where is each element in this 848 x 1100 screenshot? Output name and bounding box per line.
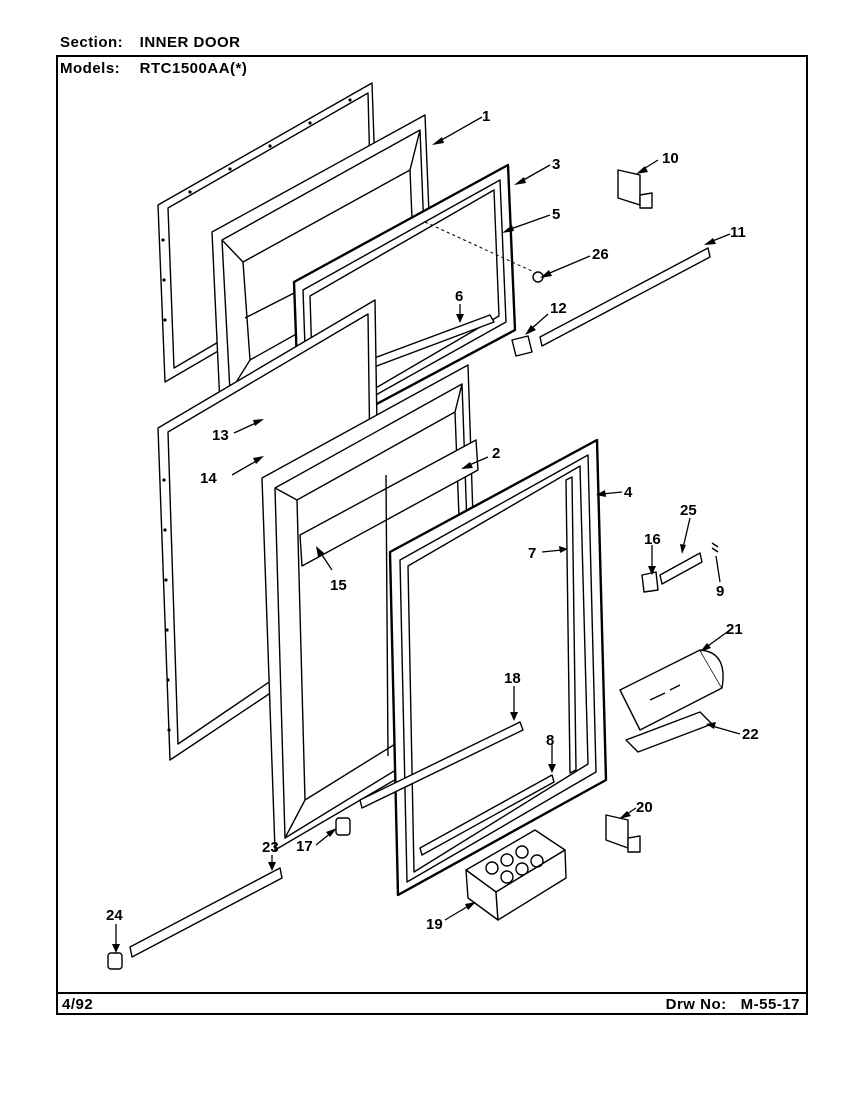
part-8-bottom-rail <box>419 774 555 856</box>
part-19-egg-bin <box>465 829 567 921</box>
models-value: RTC1500AA(*) <box>139 60 248 77</box>
callout-10: 10 <box>662 150 679 167</box>
drawing-number-block: Drw No: M-55-17 <box>666 996 800 1013</box>
callout-14: 14 <box>200 470 217 487</box>
part-16-end-cap <box>641 571 659 593</box>
callout-numbers: 1 2 3 4 5 6 7 8 9 10 11 12 13 14 15 16 1… <box>106 108 759 933</box>
section-value: INNER DOOR <box>139 34 241 51</box>
callout-21: 21 <box>726 621 743 638</box>
part-20-hinge-bracket <box>605 814 641 853</box>
callout-9: 9 <box>716 583 724 600</box>
callout-7: 7 <box>528 545 536 562</box>
part-18-lower-shelf-rail <box>359 721 524 809</box>
callout-15: 15 <box>330 577 347 594</box>
callout-6: 6 <box>455 288 463 305</box>
part-23-trim-strip <box>129 867 283 958</box>
callout-16: 16 <box>644 531 661 548</box>
models-label: Models: <box>60 60 121 77</box>
callout-1: 1 <box>482 108 490 125</box>
part-25-trim <box>659 552 703 585</box>
part-9-clip <box>711 542 719 553</box>
part-11-trim-strip <box>539 247 711 347</box>
part-21-dairy-compartment <box>619 649 724 731</box>
drawing-date: 4/92 <box>62 996 94 1013</box>
part-24-end-cap <box>107 952 123 970</box>
callout-4: 4 <box>624 484 633 501</box>
part-10-hinge-bracket <box>617 169 653 209</box>
callout-23: 23 <box>262 839 279 856</box>
callout-24: 24 <box>106 907 123 924</box>
callout-leaders <box>112 116 741 953</box>
callout-22: 22 <box>742 726 759 743</box>
footer-rule <box>56 992 808 994</box>
part-7-side-rail <box>565 476 577 774</box>
drawing-number-label: Drw No: <box>665 996 727 1013</box>
drawing-number: M-55-17 <box>740 996 800 1013</box>
callout-17: 17 <box>296 838 313 855</box>
callout-2: 2 <box>492 445 500 462</box>
drawing-frame <box>56 55 808 1015</box>
section-line: Section: INNER DOOR <box>60 34 241 51</box>
callout-13: 13 <box>212 427 229 444</box>
upper-panel-rivets <box>161 98 352 322</box>
lower-panel-rivets <box>162 478 171 732</box>
part-5-reference-line <box>424 221 535 273</box>
part-12-end-cap <box>511 335 533 357</box>
models-line: Models: RTC1500AA(*) <box>60 60 247 77</box>
section-label: Section: <box>60 34 124 51</box>
callout-5: 5 <box>552 206 560 223</box>
part-17-cap <box>335 817 351 836</box>
callout-11: 11 <box>730 224 746 241</box>
callout-3: 3 <box>552 156 560 173</box>
callout-18: 18 <box>504 670 521 687</box>
callout-26: 26 <box>592 246 609 263</box>
callout-25: 25 <box>680 502 697 519</box>
callout-8: 8 <box>546 732 554 749</box>
callout-12: 12 <box>550 300 567 317</box>
callout-19: 19 <box>426 916 443 933</box>
callout-20: 20 <box>636 799 653 816</box>
